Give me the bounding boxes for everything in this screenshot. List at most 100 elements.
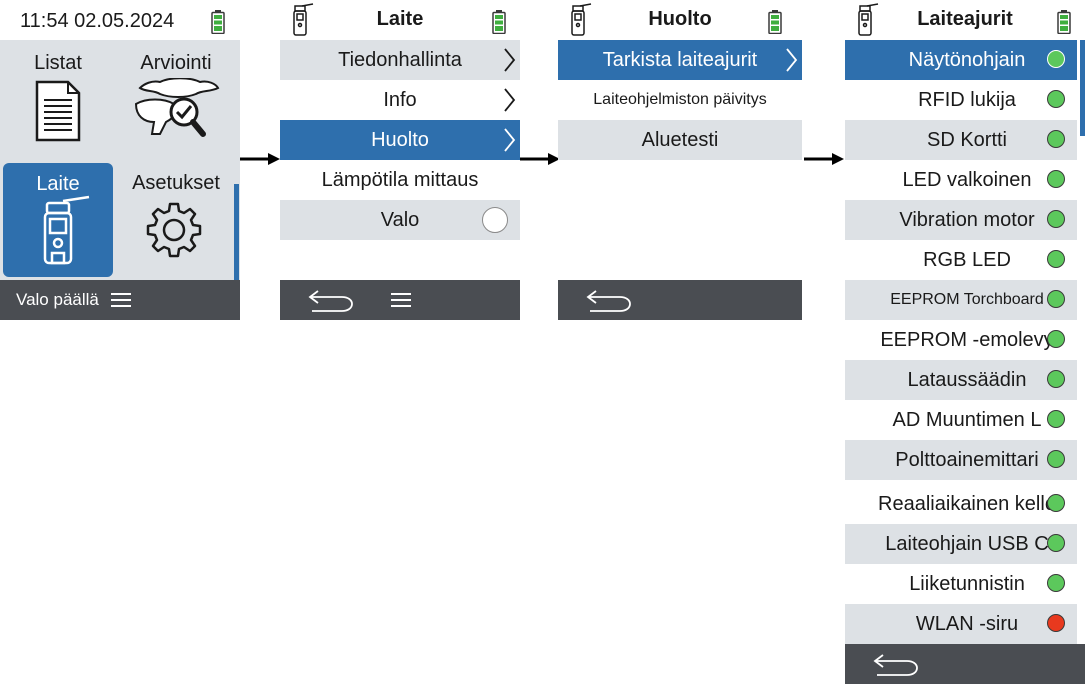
battery-icon bbox=[211, 10, 225, 34]
driver-label: AD Muuntimen L bbox=[892, 409, 1042, 431]
status-dot-icon bbox=[1047, 450, 1065, 468]
driver-label: EEPROM Torchboard bbox=[890, 291, 1044, 308]
scrollbar[interactable] bbox=[234, 184, 239, 280]
footer-status: Valo päällä bbox=[16, 290, 99, 309]
driver-label: RFID lukija bbox=[918, 89, 1016, 111]
driver-row[interactable]: Liiketunnistin bbox=[845, 564, 1077, 604]
footer bbox=[280, 280, 520, 320]
battery-icon bbox=[492, 10, 506, 34]
menu-item-laiteohjelmiston-paivitys[interactable]: Laiteohjelmiston päivitys bbox=[558, 80, 802, 120]
driver-row[interactable]: EEPROM Torchboard bbox=[845, 280, 1077, 320]
status-dot-icon bbox=[1047, 574, 1065, 592]
tile-arviointi-label: Arviointi bbox=[140, 52, 212, 74]
driver-label: LED valkoinen bbox=[902, 169, 1032, 191]
driver-row[interactable]: Vibration motor bbox=[845, 200, 1077, 240]
status-dot-icon bbox=[1047, 210, 1065, 228]
chevron-right-icon bbox=[786, 48, 798, 72]
menu-item-tiedonhallinta[interactable]: Tiedonhallinta bbox=[280, 40, 520, 80]
driver-row[interactable]: RGB LED bbox=[845, 240, 1077, 280]
menu-item-label: Tarkista laiteajurit bbox=[602, 49, 758, 71]
tile-listat[interactable]: Listat bbox=[0, 40, 116, 160]
menu-item-label: Valo bbox=[380, 209, 420, 231]
driver-label: Reaaliaikainen kello bbox=[878, 493, 1056, 515]
screen-laite: Laite Tiedonhallinta Info Huolto Lämpöti… bbox=[280, 0, 520, 320]
screen-huolto: Huolto Tarkista laiteajurit Laiteohjelmi… bbox=[558, 0, 802, 320]
tile-laite[interactable]: Laite bbox=[3, 163, 113, 277]
driver-row[interactable]: Reaaliaikainen kello bbox=[845, 484, 1077, 524]
tile-arviointi[interactable]: Arviointi bbox=[118, 40, 234, 160]
status-dot-icon bbox=[1047, 330, 1065, 348]
screen-home: 11:54 02.05.2024 Listat Arviointi bbox=[0, 0, 240, 320]
evaluation-icon bbox=[134, 78, 220, 137]
gear-icon bbox=[146, 202, 202, 258]
status-dot-icon bbox=[1047, 90, 1065, 108]
status-dot-icon bbox=[1047, 410, 1065, 428]
scrollbar[interactable] bbox=[1080, 40, 1085, 136]
back-arrow-icon[interactable] bbox=[586, 289, 632, 313]
driver-label: RGB LED bbox=[923, 249, 1011, 271]
footer: Valo päällä bbox=[0, 280, 240, 320]
driver-label: Laiteohjain USB C bbox=[885, 533, 1049, 555]
status-dot-icon bbox=[1047, 534, 1065, 552]
chevron-right-icon bbox=[504, 88, 516, 112]
driver-row[interactable]: WLAN -siru bbox=[845, 604, 1077, 644]
driver-label: Polttoainemittari bbox=[895, 449, 1039, 471]
flow-arrow-icon bbox=[240, 153, 280, 165]
menu-item-valo[interactable]: Valo bbox=[280, 200, 520, 240]
driver-label: Liiketunnistin bbox=[909, 573, 1025, 595]
tile-asetukset[interactable]: Asetukset bbox=[118, 160, 234, 280]
menu-item-label: Lämpötila mittaus bbox=[321, 169, 479, 191]
chevron-right-icon bbox=[504, 128, 516, 152]
driver-row[interactable]: Näytönohjain bbox=[845, 40, 1077, 80]
back-arrow-icon[interactable] bbox=[308, 289, 354, 313]
tile-listat-label: Listat bbox=[34, 52, 82, 74]
device-icon bbox=[571, 3, 592, 36]
driver-row[interactable]: AD Muuntimen L bbox=[845, 400, 1077, 440]
menu-item-aluetesti[interactable]: Aluetesti bbox=[558, 120, 802, 160]
driver-row[interactable]: RFID lukija bbox=[845, 80, 1077, 120]
device-icon bbox=[858, 3, 879, 36]
driver-label: Lataussäädin bbox=[907, 369, 1027, 391]
menu-item-label: Laiteohjelmiston päivitys bbox=[593, 91, 767, 108]
tile-asetukset-label: Asetukset bbox=[132, 172, 220, 194]
flow-arrow-icon bbox=[804, 153, 844, 165]
menu-item-lampotila[interactable]: Lämpötila mittaus bbox=[280, 160, 520, 200]
flow-arrow-icon bbox=[520, 153, 560, 165]
status-dot-icon bbox=[1047, 290, 1065, 308]
driver-row[interactable]: Lataussäädin bbox=[845, 360, 1077, 400]
driver-row[interactable]: Polttoainemittari bbox=[845, 440, 1077, 480]
toggle-off-icon[interactable] bbox=[482, 207, 508, 233]
driver-row[interactable]: LED valkoinen bbox=[845, 160, 1077, 200]
menu-icon[interactable] bbox=[111, 292, 131, 308]
status-dot-icon bbox=[1047, 370, 1065, 388]
driver-label: SD Kortti bbox=[926, 129, 1008, 151]
menu-item-huolto[interactable]: Huolto bbox=[280, 120, 520, 160]
device-icon bbox=[43, 195, 90, 265]
driver-row[interactable]: SD Kortti bbox=[845, 120, 1077, 160]
list-document-icon bbox=[35, 80, 81, 142]
menu-item-label: Huolto bbox=[371, 129, 429, 151]
page-title: Laiteajurit bbox=[917, 8, 1013, 30]
back-arrow-icon[interactable] bbox=[873, 653, 919, 677]
status-dot-icon bbox=[1047, 170, 1065, 188]
driver-row[interactable]: Laiteohjain USB C bbox=[845, 524, 1077, 564]
chevron-right-icon bbox=[504, 48, 516, 72]
driver-row[interactable]: EEPROM -emolevy bbox=[845, 320, 1077, 360]
menu-icon[interactable] bbox=[391, 292, 411, 308]
driver-label: Näytönohjain bbox=[908, 49, 1026, 71]
tile-laite-label: Laite bbox=[36, 173, 80, 195]
page-title: Huolto bbox=[648, 8, 712, 30]
status-dot-icon bbox=[1047, 250, 1065, 268]
clock: 11:54 02.05.2024 bbox=[20, 10, 175, 32]
footer bbox=[558, 280, 802, 320]
menu-item-info[interactable]: Info bbox=[280, 80, 520, 120]
battery-icon bbox=[768, 10, 782, 34]
driver-label: EEPROM -emolevy bbox=[880, 329, 1054, 351]
status-dot-icon bbox=[1047, 130, 1065, 148]
menu-item-label: Tiedonhallinta bbox=[338, 49, 462, 71]
menu-item-tarkista-laiteajurit[interactable]: Tarkista laiteajurit bbox=[558, 40, 802, 80]
driver-label: WLAN -siru bbox=[915, 613, 1019, 635]
status-dot-icon bbox=[1047, 50, 1065, 68]
